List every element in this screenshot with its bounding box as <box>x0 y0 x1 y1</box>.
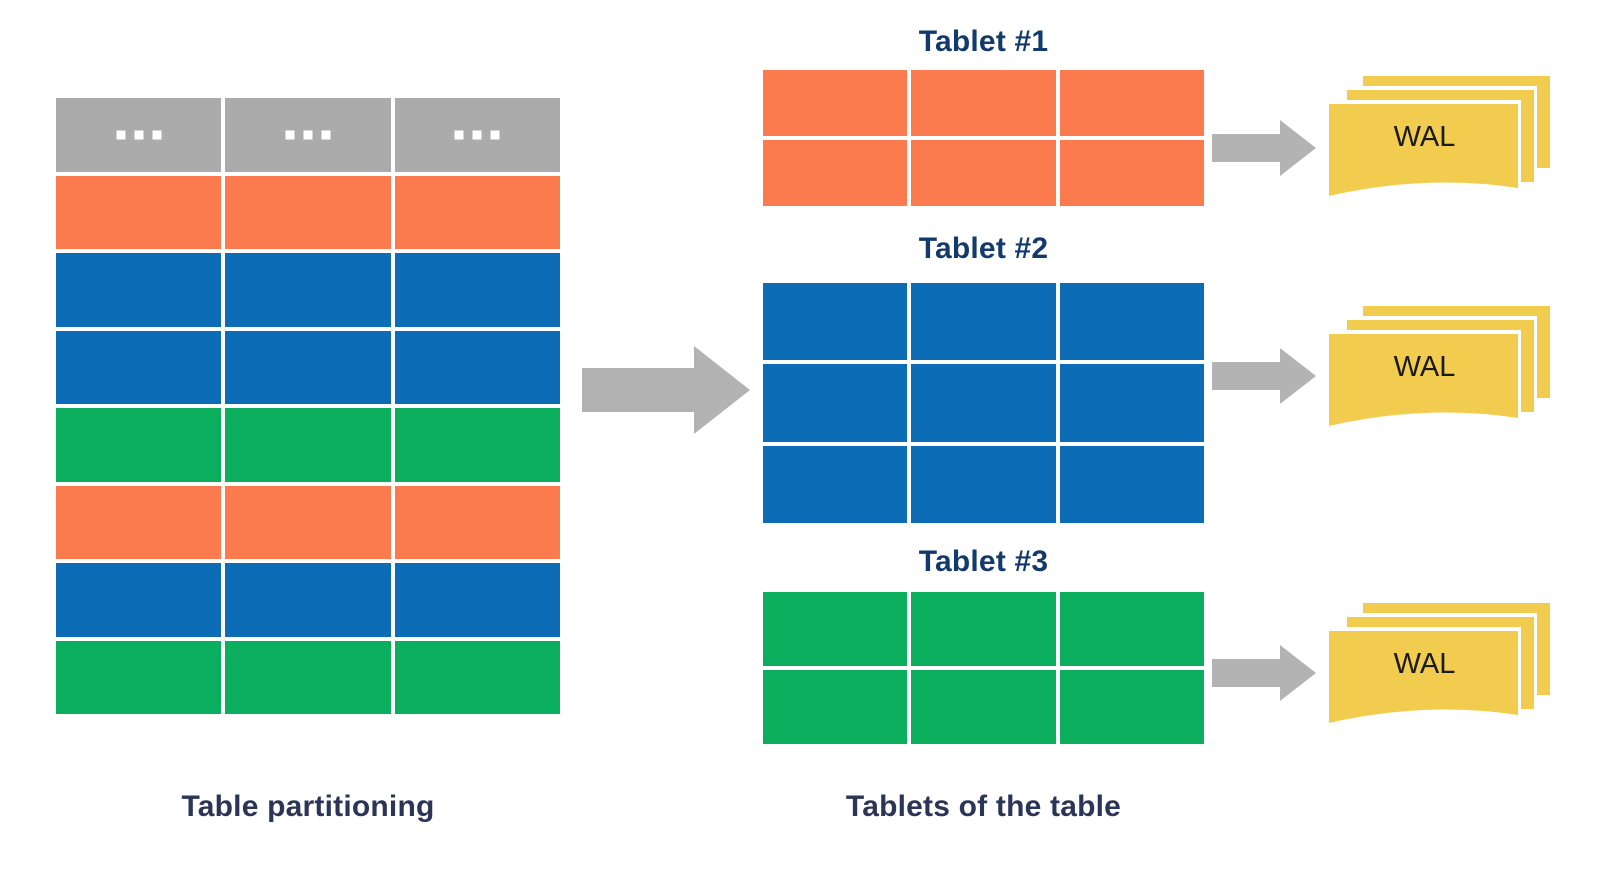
table-cell <box>1059 70 1204 136</box>
table-row-header <box>56 98 560 172</box>
table-cell <box>911 670 1056 744</box>
tablet-2-wal-arrow-icon <box>1212 348 1316 404</box>
table-row <box>56 563 560 637</box>
table-cell <box>763 592 908 666</box>
tablet-3-table <box>763 592 1204 744</box>
table-cell <box>394 175 560 249</box>
table-cell <box>56 175 222 249</box>
table-cell <box>1059 140 1204 206</box>
table-cell <box>763 670 908 744</box>
table-row <box>56 175 560 249</box>
table-cell <box>763 364 908 442</box>
tablet-2-title: Tablet #2 <box>918 232 1049 265</box>
ellipsis-icon <box>454 130 500 140</box>
header-cell <box>394 98 560 172</box>
split-arrow-icon <box>582 346 750 434</box>
table-cell <box>911 592 1056 666</box>
tablet-3-wal-arrow-icon <box>1212 645 1316 701</box>
table-row <box>763 70 1204 136</box>
tablet-2-wal: WAL <box>1325 300 1550 440</box>
table-cell <box>911 283 1056 361</box>
header-cell <box>56 98 222 172</box>
right-caption: Tablets of the table <box>845 790 1122 823</box>
table-row <box>763 283 1204 361</box>
table-cell <box>225 640 391 714</box>
table-cell <box>225 330 391 404</box>
tablet-1-wal: WAL <box>1325 70 1550 210</box>
table-cell <box>56 253 222 327</box>
table-cell <box>1059 364 1204 442</box>
table-cell <box>225 175 391 249</box>
table-cell <box>225 408 391 482</box>
table-cell <box>56 640 222 714</box>
table-cell <box>1059 670 1204 744</box>
table-cell <box>911 70 1056 136</box>
header-cell <box>225 98 391 172</box>
table-row <box>56 253 560 327</box>
tablet-1-table <box>763 70 1204 206</box>
table-cell <box>763 70 908 136</box>
table-cell <box>1059 445 1204 523</box>
table-cell <box>394 253 560 327</box>
tablet-2-table <box>763 283 1204 523</box>
left-caption: Table partitioning <box>181 790 435 823</box>
ellipsis-icon <box>116 130 162 140</box>
table-cell <box>225 563 391 637</box>
table-cell <box>394 563 560 637</box>
tablet-1-title: Tablet #1 <box>918 25 1049 58</box>
table-cell <box>394 485 560 559</box>
table-row <box>763 670 1204 744</box>
table-cell <box>56 330 222 404</box>
table-cell <box>394 640 560 714</box>
tablet-3-title: Tablet #3 <box>918 545 1049 578</box>
table-cell <box>911 364 1056 442</box>
table-cell <box>1059 283 1204 361</box>
table-cell <box>763 283 908 361</box>
table-row <box>763 140 1204 206</box>
table-cell <box>763 140 908 206</box>
table-row <box>56 408 560 482</box>
ellipsis-icon <box>285 130 331 140</box>
table-row <box>763 445 1204 523</box>
tablet-1-wal-arrow-icon <box>1212 120 1316 176</box>
table-cell <box>225 485 391 559</box>
table-row <box>56 640 560 714</box>
table-cell <box>56 563 222 637</box>
table-cell <box>225 253 391 327</box>
table-cell <box>394 408 560 482</box>
table-row <box>56 330 560 404</box>
table-cell <box>763 445 908 523</box>
table-row <box>763 364 1204 442</box>
table-cell <box>911 140 1056 206</box>
tablet-3-wal: WAL <box>1325 597 1550 737</box>
table-cell <box>1059 592 1204 666</box>
table-cell <box>56 408 222 482</box>
table-cell <box>394 330 560 404</box>
source-table <box>56 98 560 714</box>
table-row <box>763 592 1204 666</box>
table-row <box>56 485 560 559</box>
table-cell <box>911 445 1056 523</box>
table-cell <box>56 485 222 559</box>
